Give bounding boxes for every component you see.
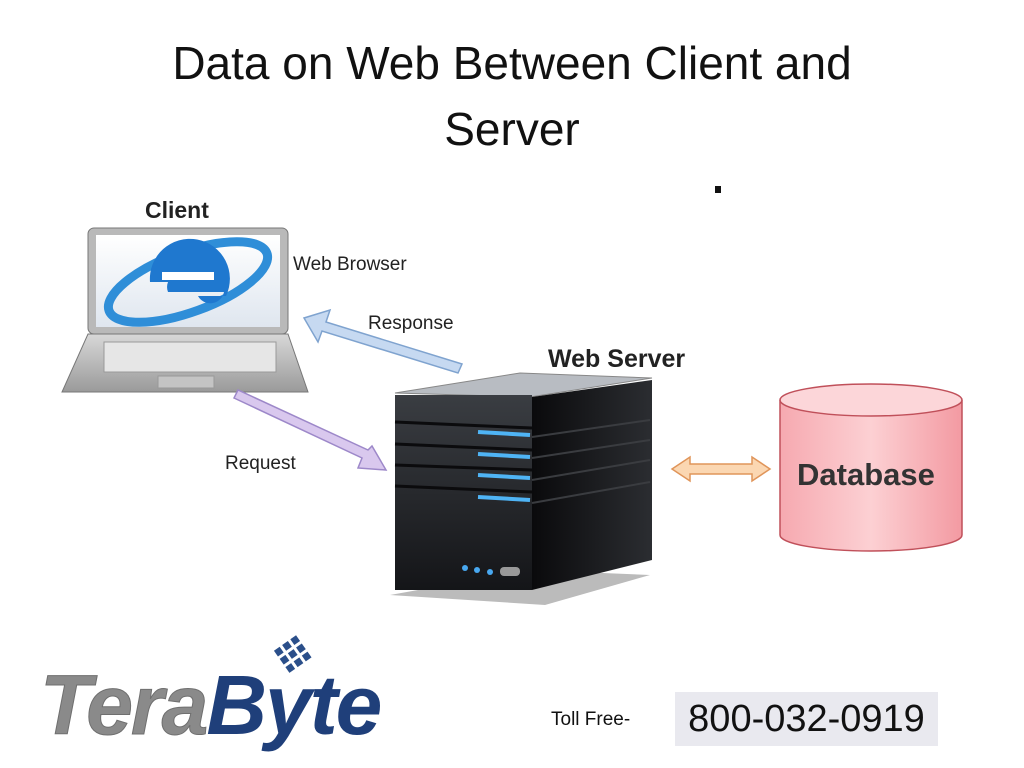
toll-free-label: Toll Free-	[551, 709, 631, 730]
database-connection-arrow	[670, 455, 772, 483]
slide-title-line2: Server	[444, 103, 580, 155]
terabyte-logo-grid-icon	[273, 635, 312, 673]
logo-byte: Byte	[206, 658, 382, 752]
database-icon	[779, 383, 963, 552]
internet-explorer-icon	[103, 237, 273, 327]
web-server-icon	[390, 372, 653, 605]
request-label: Request	[225, 453, 296, 474]
slide-title: Data on Web Between Client and Server	[0, 30, 1024, 162]
client-label: Client	[145, 197, 209, 223]
response-label: Response	[368, 313, 454, 334]
terabyte-logo: TeraByte	[39, 658, 382, 752]
laptop-icon	[61, 227, 309, 393]
stray-dot	[715, 186, 721, 193]
slide-title-line1: Data on Web Between Client and	[172, 37, 852, 89]
database-label: Database	[797, 457, 935, 492]
phone-number: 800-032-0919	[675, 692, 938, 746]
response-arrow	[302, 308, 464, 374]
web-browser-label: Web Browser	[293, 254, 407, 275]
request-arrow	[232, 389, 388, 471]
logo-tera: Tera	[39, 658, 208, 752]
web-server-label: Web Server	[548, 345, 686, 373]
